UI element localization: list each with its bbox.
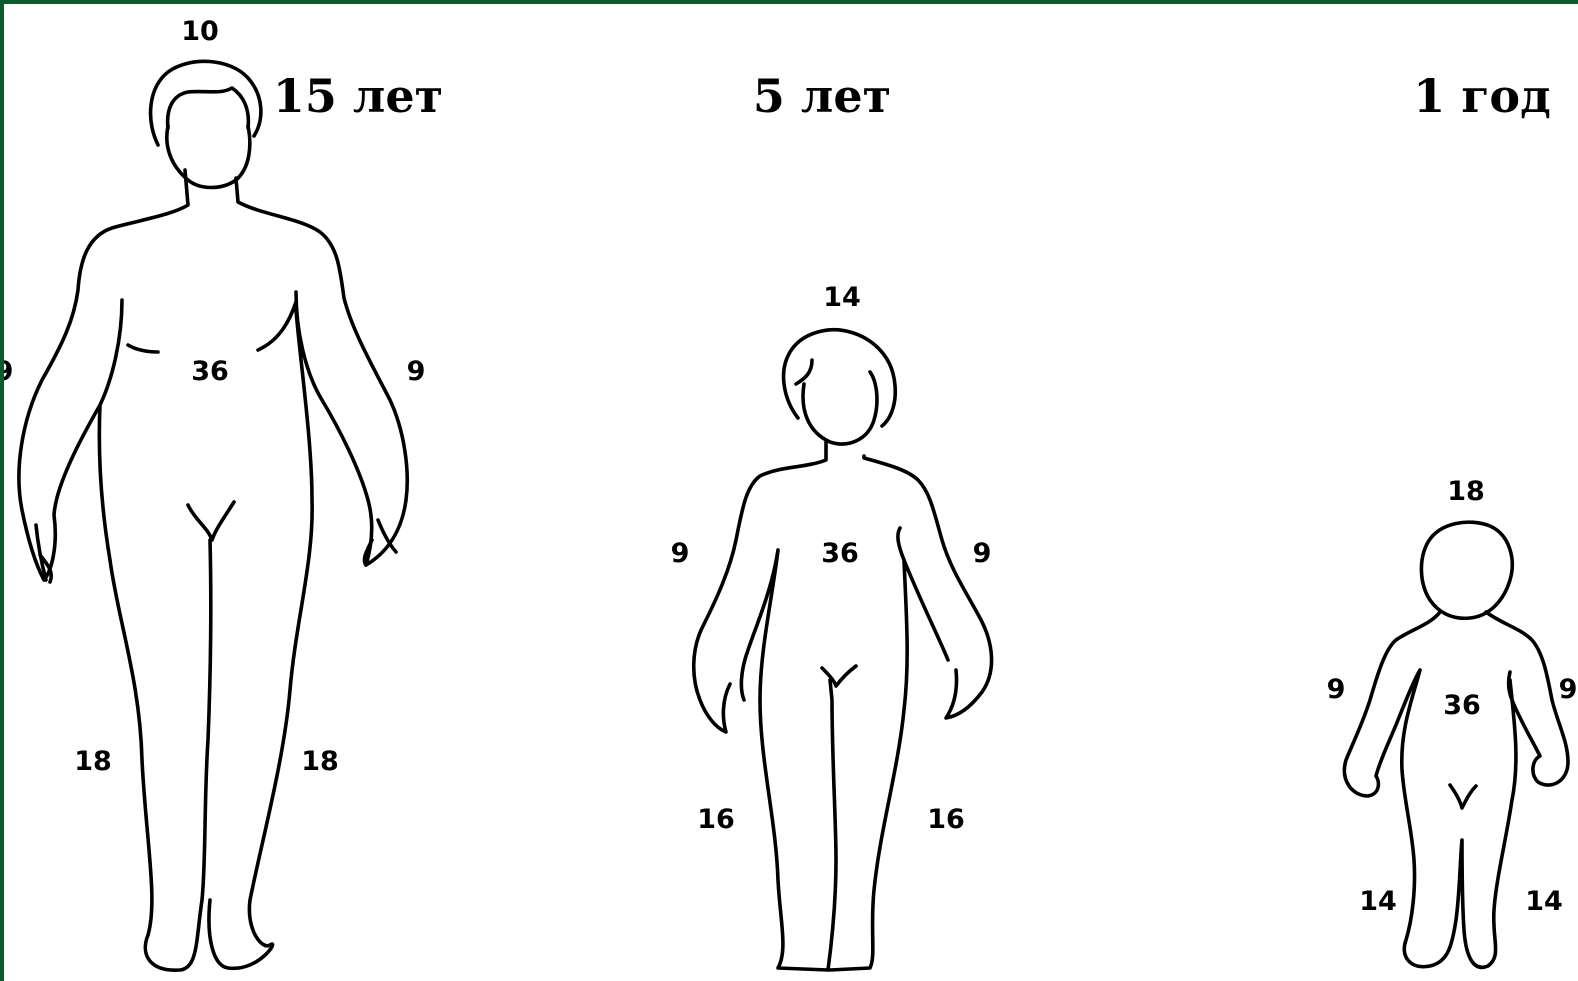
figure-15-body-outline bbox=[19, 126, 407, 970]
figure-1-head bbox=[1421, 522, 1512, 618]
figure-5-body-outline bbox=[694, 372, 992, 970]
figure-1-torso-label: 36 bbox=[1443, 690, 1481, 721]
figure-1-head-label: 18 bbox=[1447, 476, 1485, 507]
figure-15-torso-label: 36 bbox=[191, 356, 229, 387]
figure-15-left-arm-label: 9 bbox=[4, 356, 13, 387]
figure-15-left-leg-label: 18 bbox=[74, 746, 112, 777]
figure-5-head-label: 14 bbox=[823, 282, 861, 313]
figure-5-age-title: 5 лет bbox=[753, 69, 891, 123]
figure-15-head-label: 10 bbox=[181, 16, 219, 47]
figure-1-right-arm-label: 9 bbox=[1559, 674, 1578, 705]
figure-15-years: 10 9 9 36 18 18 15 лет bbox=[4, 16, 443, 970]
figure-1-age-title: 1 год bbox=[1413, 69, 1551, 123]
figure-15-right-leg-label: 18 bbox=[301, 746, 339, 777]
figure-1-year: 18 9 9 36 14 14 1 год bbox=[1327, 69, 1578, 967]
figure-5-years: 14 9 9 36 16 16 5 лет bbox=[671, 69, 992, 970]
figure-1-left-arm-label: 9 bbox=[1327, 674, 1346, 705]
figure-5-right-leg-label: 16 bbox=[927, 804, 965, 835]
figure-5-right-arm-label: 9 bbox=[973, 538, 992, 569]
figure-1-right-leg-label: 14 bbox=[1525, 886, 1563, 917]
figure-5-torso-label: 36 bbox=[821, 538, 859, 569]
figure-1-left-leg-label: 14 bbox=[1359, 886, 1397, 917]
figure-5-left-arm-label: 9 bbox=[671, 538, 690, 569]
figure-5-left-leg-label: 16 bbox=[697, 804, 735, 835]
figure-5-hair bbox=[784, 330, 896, 426]
figure-15-age-title: 15 лет bbox=[273, 69, 443, 123]
figure-15-right-arm-label: 9 bbox=[407, 356, 426, 387]
diagram-canvas: 10 9 9 36 18 18 15 лет 14 9 9 36 16 16 5… bbox=[4, 4, 1578, 981]
body-surface-diagram: 10 9 9 36 18 18 15 лет 14 9 9 36 16 16 5… bbox=[4, 4, 1578, 981]
